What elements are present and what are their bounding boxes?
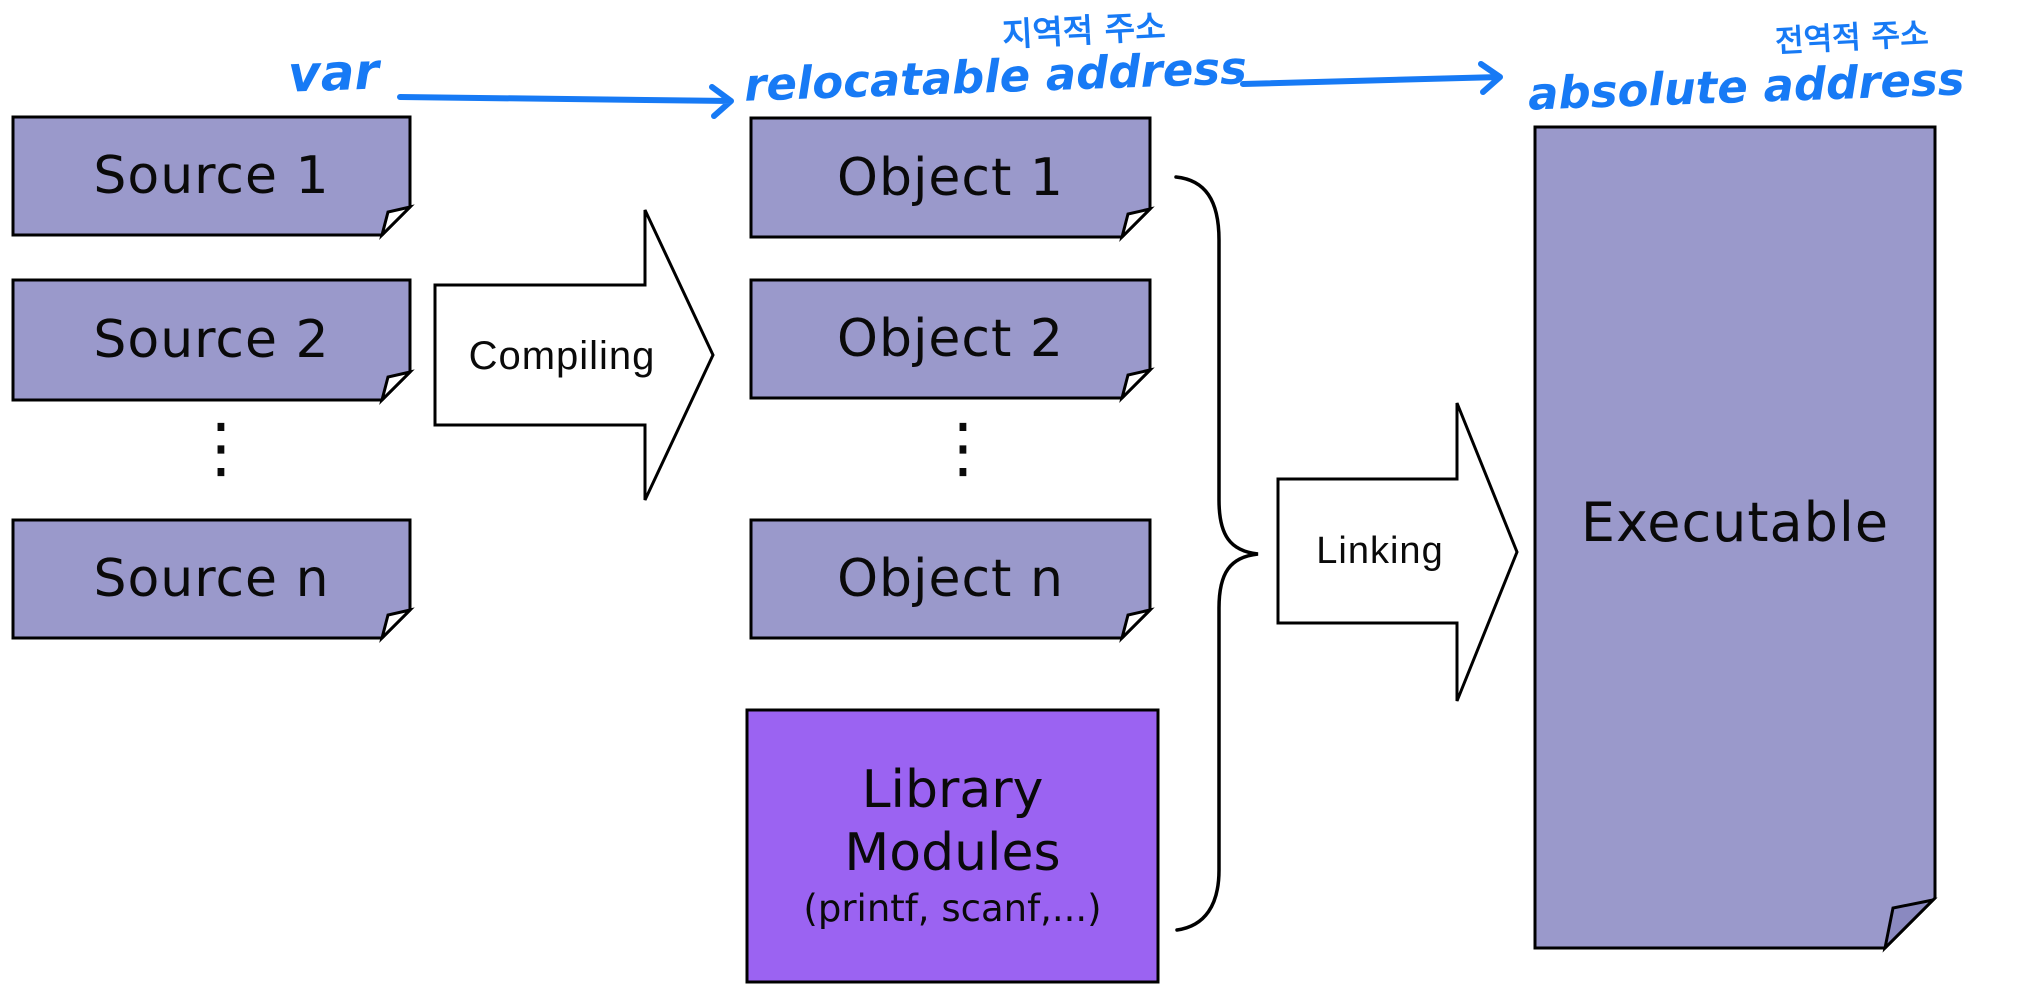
library-line-3: (printf, scanf,...) bbox=[803, 887, 1102, 931]
object-2-fold-icon bbox=[1119, 367, 1155, 403]
executable-box bbox=[1533, 125, 1937, 950]
source-2-box bbox=[11, 278, 412, 402]
library-line-2: Modules bbox=[844, 822, 1061, 883]
object-n-box bbox=[749, 518, 1152, 640]
library-modules-box bbox=[745, 708, 1160, 984]
sources-vertical-ellipsis: ⋮ bbox=[188, 409, 254, 486]
object-1-fold-icon bbox=[1119, 206, 1155, 242]
object-2-box bbox=[749, 278, 1152, 400]
ink-arrow-relocatable-to-absolute-icon bbox=[1240, 61, 1503, 95]
linking-arrow-icon bbox=[1276, 402, 1519, 702]
grouping-brace-icon bbox=[1174, 175, 1259, 932]
source-n-box bbox=[11, 518, 412, 640]
source-2-fold-icon bbox=[379, 369, 415, 405]
source-1-fold-icon bbox=[379, 204, 415, 240]
objects-vertical-ellipsis: ⋮ bbox=[930, 409, 996, 486]
source-n-fold-icon bbox=[379, 607, 415, 643]
ink-arrow-var-to-relocatable-icon bbox=[397, 84, 734, 119]
executable-fold-icon bbox=[1882, 897, 1938, 953]
library-modules-label: Library Modules (printf, scanf,...) bbox=[747, 712, 1158, 980]
object-1-box bbox=[749, 116, 1152, 239]
library-line-1: Library bbox=[861, 759, 1044, 820]
source-1-box bbox=[11, 115, 412, 237]
object-n-fold-icon bbox=[1119, 607, 1155, 643]
compiling-arrow-icon bbox=[433, 209, 715, 501]
